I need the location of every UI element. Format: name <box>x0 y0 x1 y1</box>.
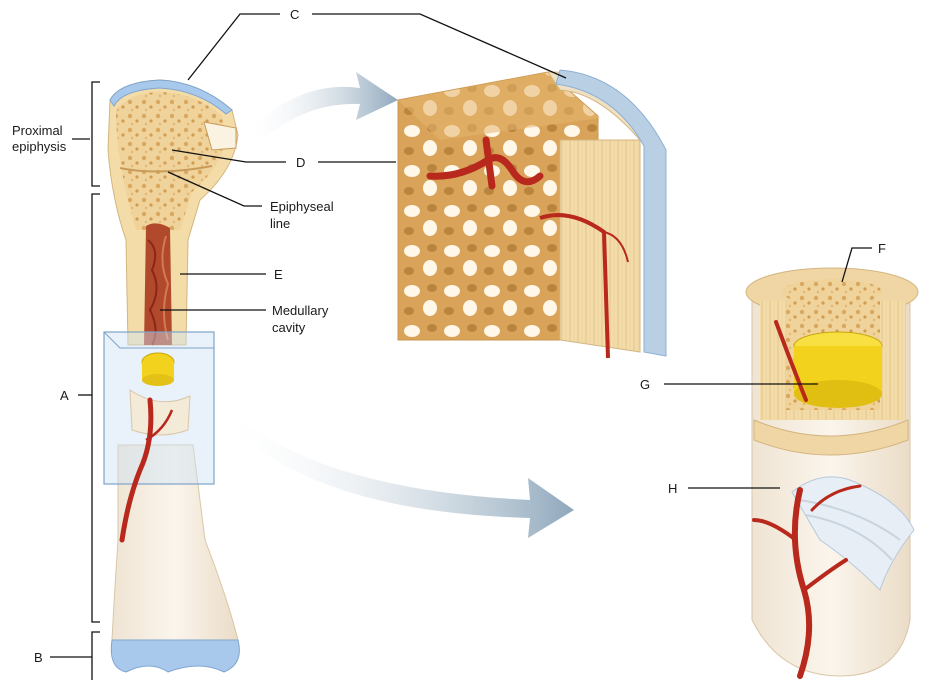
distal-articular-cartilage <box>111 640 239 672</box>
label-b: B <box>34 650 43 665</box>
label-epiphyseal-line1: Epiphyseal <box>270 199 334 214</box>
long-bone <box>104 80 239 672</box>
arrow-lower <box>226 412 574 538</box>
spongy-bone-epiphysis <box>116 92 226 230</box>
label-g: G <box>640 377 650 392</box>
label-proximal-epiphysis-line2: epiphysis <box>12 139 67 154</box>
compact-bone-layer <box>560 140 640 352</box>
spongy-bone-block <box>398 70 666 358</box>
label-h: H <box>668 481 677 496</box>
label-epiphyseal-line2: line <box>270 216 290 231</box>
label-proximal-epiphysis-line1: Proximal <box>12 123 63 138</box>
bracket-diaphysis <box>92 194 100 622</box>
leader-c <box>188 14 566 80</box>
bracket-proximal-epiphysis <box>92 82 100 186</box>
label-a: A <box>60 388 69 403</box>
bracket-distal-epiphysis <box>92 632 100 680</box>
label-c: C <box>290 7 299 22</box>
arrow-upper <box>250 72 398 140</box>
label-d: D <box>296 155 305 170</box>
label-medullary-line1: Medullary <box>272 303 329 318</box>
shaft-cross-section <box>746 268 918 676</box>
label-medullary-line2: cavity <box>272 320 306 335</box>
label-e: E <box>274 267 283 282</box>
label-f: F <box>878 241 886 256</box>
